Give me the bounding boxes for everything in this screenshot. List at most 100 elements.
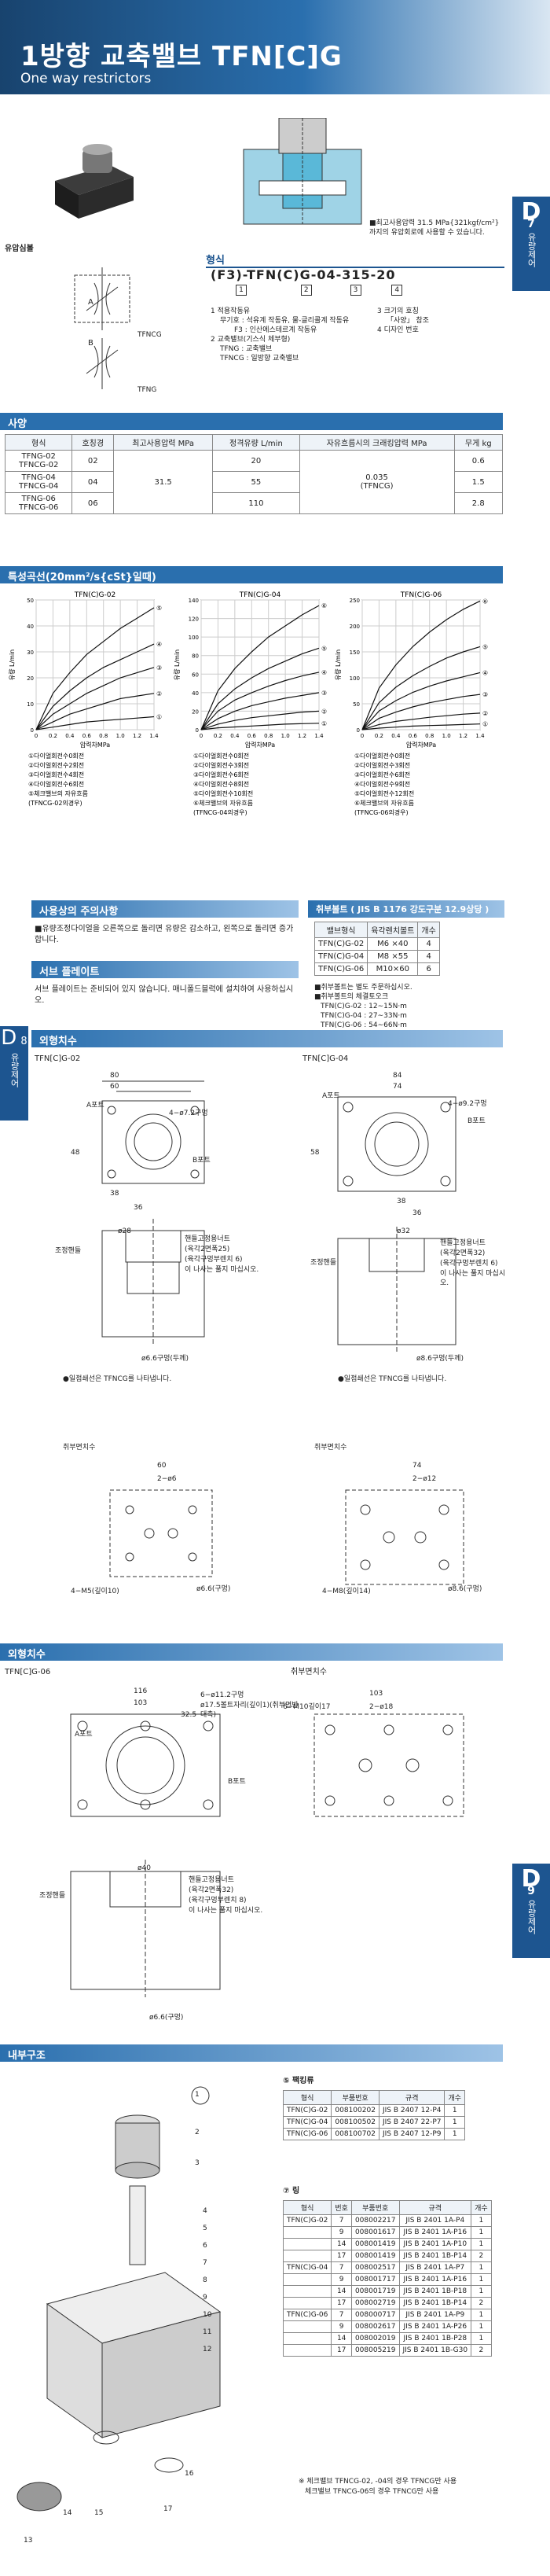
legend-entry: (TFNCG-02의경우)	[28, 799, 82, 807]
dim-label: 이 나사는 풀지 마십시오.	[185, 1266, 259, 1274]
oring-cell: TFN(C)G-02	[282, 2214, 332, 2227]
mount-label: 취부면치수	[63, 1444, 96, 1452]
callout-2: 2	[195, 2129, 200, 2136]
dim-label: 38	[110, 1190, 119, 1198]
callout-15: 15	[94, 2509, 104, 2517]
dim-label: 58	[310, 1149, 320, 1157]
callout-11: 11	[203, 2328, 212, 2336]
sidetab-d9[interactable]: D 9 유량제어	[512, 1864, 550, 1958]
series-label: ②	[156, 690, 162, 697]
dim-label: 32.5	[181, 1711, 197, 1719]
callout-17: 17	[163, 2505, 173, 2513]
callout-14: 14	[63, 2509, 72, 2517]
series-label: ⑤	[482, 643, 488, 650]
dims2-mount-label: 취부면치수	[291, 1668, 327, 1676]
dim-label: B포트	[192, 1157, 211, 1165]
dim-label: 80	[110, 1072, 119, 1080]
legend-entry: ③다이얼회전수4회전	[28, 771, 84, 778]
dim-label: (육각구멍부렌치 8)	[189, 1897, 247, 1904]
spec-cell: 2.8	[453, 492, 504, 514]
x-tick-label: 1.2	[133, 733, 141, 739]
exploded-view	[8, 2068, 236, 2563]
dim-label: A포트	[322, 1092, 340, 1100]
dim-label: ø32	[397, 1227, 410, 1235]
dims1-right-drawing	[302, 1062, 507, 1392]
oring-cell: 9	[331, 2226, 352, 2239]
y-tick-label: 60	[192, 672, 199, 678]
dim-label: 2−ø18	[369, 1703, 394, 1711]
oring-cell: JIS B 2401 1B-G30	[398, 2344, 472, 2357]
table-row: TFNG-06 TFNCG-06 06 110 2.8	[4, 492, 504, 514]
oring-cell: 2	[471, 2250, 492, 2262]
series-label: ③	[321, 690, 327, 697]
callout-4: 4	[203, 2207, 207, 2215]
sidetab-num: 9	[527, 1885, 535, 1897]
callout-8: 8	[203, 2276, 207, 2284]
oring-cell: JIS B 2401 1A-P26	[398, 2320, 472, 2333]
dims1-left-title: TFN[C]G-02	[35, 1054, 81, 1063]
oring-cell: JIS B 2401 1A-P16	[398, 2273, 472, 2286]
series-line	[35, 667, 155, 730]
mount-label: 취부면치수	[314, 1444, 347, 1452]
spec-table: 형식 호칭경 최고사용압력 MPa 정격유량 L/min 자유흐름시의 크래킹압…	[4, 434, 504, 514]
legend-entry: ⑥체크밸브의 자유흐름	[193, 799, 253, 807]
oring-cell: 14	[331, 2238, 352, 2250]
oring-cell: TFN(C)G-04	[282, 2261, 332, 2274]
dims2-drawing	[24, 1679, 267, 2009]
oring-cell	[282, 2332, 332, 2345]
oring-cell: 2	[471, 2344, 492, 2357]
callout-6: 6	[203, 2242, 207, 2250]
model-item: 3 크기의 호칭	[377, 307, 419, 315]
y-tick-label: 0	[196, 727, 199, 734]
x-tick-label: 1.0	[116, 733, 125, 739]
mount-right-drawing	[322, 1459, 511, 1608]
oring-cell: 1	[471, 2261, 492, 2274]
spec-title: 사양	[0, 413, 503, 430]
series-label: ①	[156, 714, 162, 721]
model-item: F3 : 인산에스테르계 작동유	[234, 326, 317, 334]
oring-cell: 008001419	[350, 2238, 400, 2250]
callout-9: 9	[203, 2294, 207, 2302]
dim-label: 4−M8(깊이14)	[322, 1588, 371, 1595]
spec-header: 무게 kg	[453, 434, 504, 451]
mount-left-drawing	[71, 1459, 259, 1608]
oring-cell: JIS B 2401 1B-P28	[398, 2332, 472, 2345]
y-axis-label: 유량 L/min	[334, 650, 342, 681]
y-tick-label: 120	[189, 616, 199, 623]
x-tick-label: 0.4	[230, 733, 240, 739]
sidetab-d7[interactable]: D 7 유량제어	[512, 197, 550, 291]
callout-16: 16	[185, 2470, 194, 2478]
legend-entry: (TFNCG-04의경우)	[193, 808, 248, 816]
series-line	[200, 672, 320, 730]
dim-label: 4−ø7.2구멍	[169, 1110, 208, 1117]
usage-title: 사용상의 주의사항	[31, 900, 299, 918]
dim-label: ø8.6구멍(두께)	[416, 1355, 464, 1363]
series-label: ④	[321, 669, 327, 676]
x-tick-label: 1.0	[281, 733, 290, 739]
oring-cell: 17	[331, 2250, 352, 2262]
dim-label: A포트	[75, 1731, 93, 1739]
x-tick-label: 0.2	[214, 733, 222, 739]
dims2-title: 외형치수	[0, 1643, 503, 1661]
title-banner	[0, 0, 550, 94]
oring-cell: 2	[471, 2297, 492, 2309]
oring-title: ⑦ 링	[283, 2187, 300, 2195]
y-tick-label: 0	[357, 727, 360, 734]
legend-entry: ②다이얼회전수3회전	[354, 761, 410, 769]
chart-frame	[35, 599, 155, 730]
y-tick-label: 100	[350, 675, 360, 682]
section-drawing	[236, 117, 369, 228]
spec-cell: 110	[212, 492, 300, 514]
bolts-header: 밸브형식	[314, 922, 368, 938]
series-label: ⑥	[321, 602, 327, 609]
dim-label: 60	[110, 1083, 119, 1091]
sidetab-d8[interactable]: D 8 유량제어	[0, 1026, 28, 1121]
series-line	[361, 723, 481, 730]
oring-cell: 1	[471, 2320, 492, 2333]
